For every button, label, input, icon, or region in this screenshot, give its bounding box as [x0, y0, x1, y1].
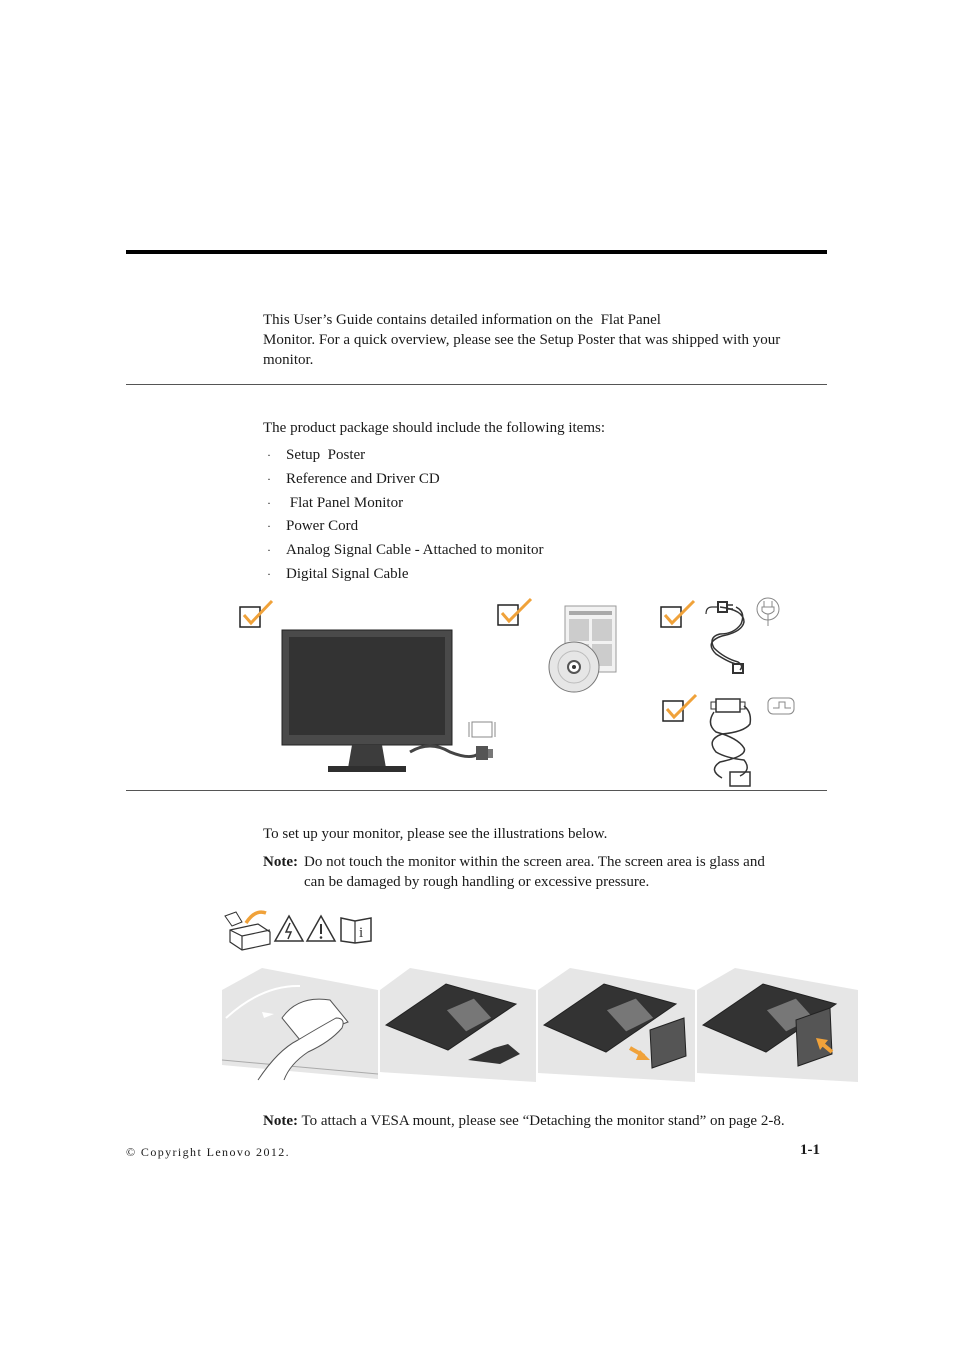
dvi-symbol-icon	[767, 697, 795, 715]
list-item: · Flat Panel Monitor	[267, 494, 404, 511]
warning-icon	[305, 914, 337, 942]
intro-line-3: monitor.	[263, 352, 314, 368]
list-item-text: Analog Signal Cable - Attached to monito…	[286, 542, 544, 559]
list-item-text: Flat Panel Monitor	[286, 494, 404, 511]
intro-line-2: Monitor. For a quick overview, please se…	[263, 332, 781, 348]
monitor-face-down-step	[380, 968, 536, 1082]
stand-attached-step	[697, 968, 858, 1082]
vesa-note-text: To attach a VESA mount, please see “Deta…	[301, 1113, 785, 1129]
intro-line-1: This User’s Guide contains detailed info…	[263, 312, 661, 328]
setup-note: Note: Do not touch the monitor within th…	[263, 852, 828, 892]
list-item: ·Reference and Driver CD	[267, 470, 440, 487]
power-cord-icon	[705, 601, 745, 674]
clean-screen-step	[221, 968, 379, 1081]
electric-hazard-icon	[273, 914, 305, 942]
setup-intro: To set up your monitor, please see the i…	[263, 826, 608, 842]
list-item: ·Power Cord	[267, 518, 359, 535]
note-label: Note:	[263, 1113, 298, 1129]
list-item-text: Digital Signal Cable	[286, 565, 409, 582]
svg-text:i: i	[359, 925, 363, 941]
note-label: Note:	[263, 854, 298, 870]
chapter-rule	[126, 250, 827, 254]
signal-cable-icon	[709, 698, 752, 787]
list-item: ·Analog Signal Cable - Attached to monit…	[267, 542, 544, 559]
intro-paragraph: This User’s Guide contains detailed info…	[263, 310, 828, 370]
info-book-icon: i	[340, 917, 372, 944]
list-item-text: Setup Poster	[286, 447, 366, 463]
section-divider	[126, 790, 827, 791]
package-list: ·Setup Poster ·Reference and Driver CD ·…	[263, 444, 543, 587]
page-number: 1-1	[800, 1142, 820, 1158]
vga-symbol-icon	[468, 721, 496, 738]
list-item-text: Power Cord	[286, 518, 359, 535]
monitor-icon	[281, 629, 493, 772]
copyright: © Copyright Lenovo 2012.	[126, 1145, 291, 1159]
cd-icon	[548, 641, 600, 693]
checkmark-icon	[239, 599, 274, 628]
vesa-note: Note: To attach a VESA mount, please see…	[263, 1111, 843, 1131]
checkmark-icon	[497, 597, 533, 626]
box-unpack-icon	[224, 910, 271, 951]
checkmark-icon	[660, 599, 696, 628]
note-line-1: Do not touch the monitor within the scre…	[304, 854, 765, 870]
attach-stand-step	[538, 968, 695, 1082]
list-item: ·Setup Poster	[267, 447, 366, 463]
list-item-text: Reference and Driver CD	[286, 470, 440, 487]
plug-symbol-icon	[756, 597, 780, 626]
section-divider	[126, 384, 827, 385]
list-item: ·Digital Signal Cable	[267, 565, 409, 582]
package-intro: The product package should include the f…	[263, 420, 605, 436]
note-line-2: can be damaged by rough handling or exce…	[304, 874, 650, 890]
checkmark-icon	[662, 693, 698, 722]
